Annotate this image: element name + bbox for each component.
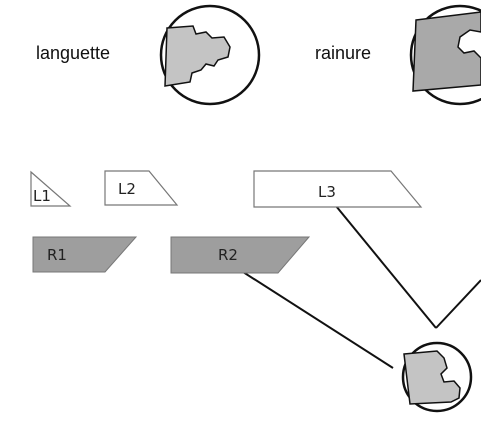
groove-profile-icon bbox=[409, 4, 481, 106]
piece-l2-label: L2 bbox=[118, 180, 136, 198]
piece-r1 bbox=[32, 236, 138, 273]
piece-l3 bbox=[253, 170, 423, 208]
piece-l1-label: L1 bbox=[33, 187, 51, 205]
piece-r1-label: R1 bbox=[47, 246, 67, 264]
groove-label: rainure bbox=[315, 43, 372, 63]
joint-profile-icon bbox=[401, 341, 473, 413]
piece-l2 bbox=[104, 170, 179, 206]
tongue-label: languette bbox=[36, 43, 111, 63]
piece-r2 bbox=[170, 236, 311, 274]
tongue-profile-icon bbox=[159, 4, 261, 106]
piece-r2-label: R2 bbox=[218, 246, 238, 264]
piece-l3-label: L3 bbox=[318, 183, 336, 201]
piece-l1 bbox=[30, 170, 72, 207]
